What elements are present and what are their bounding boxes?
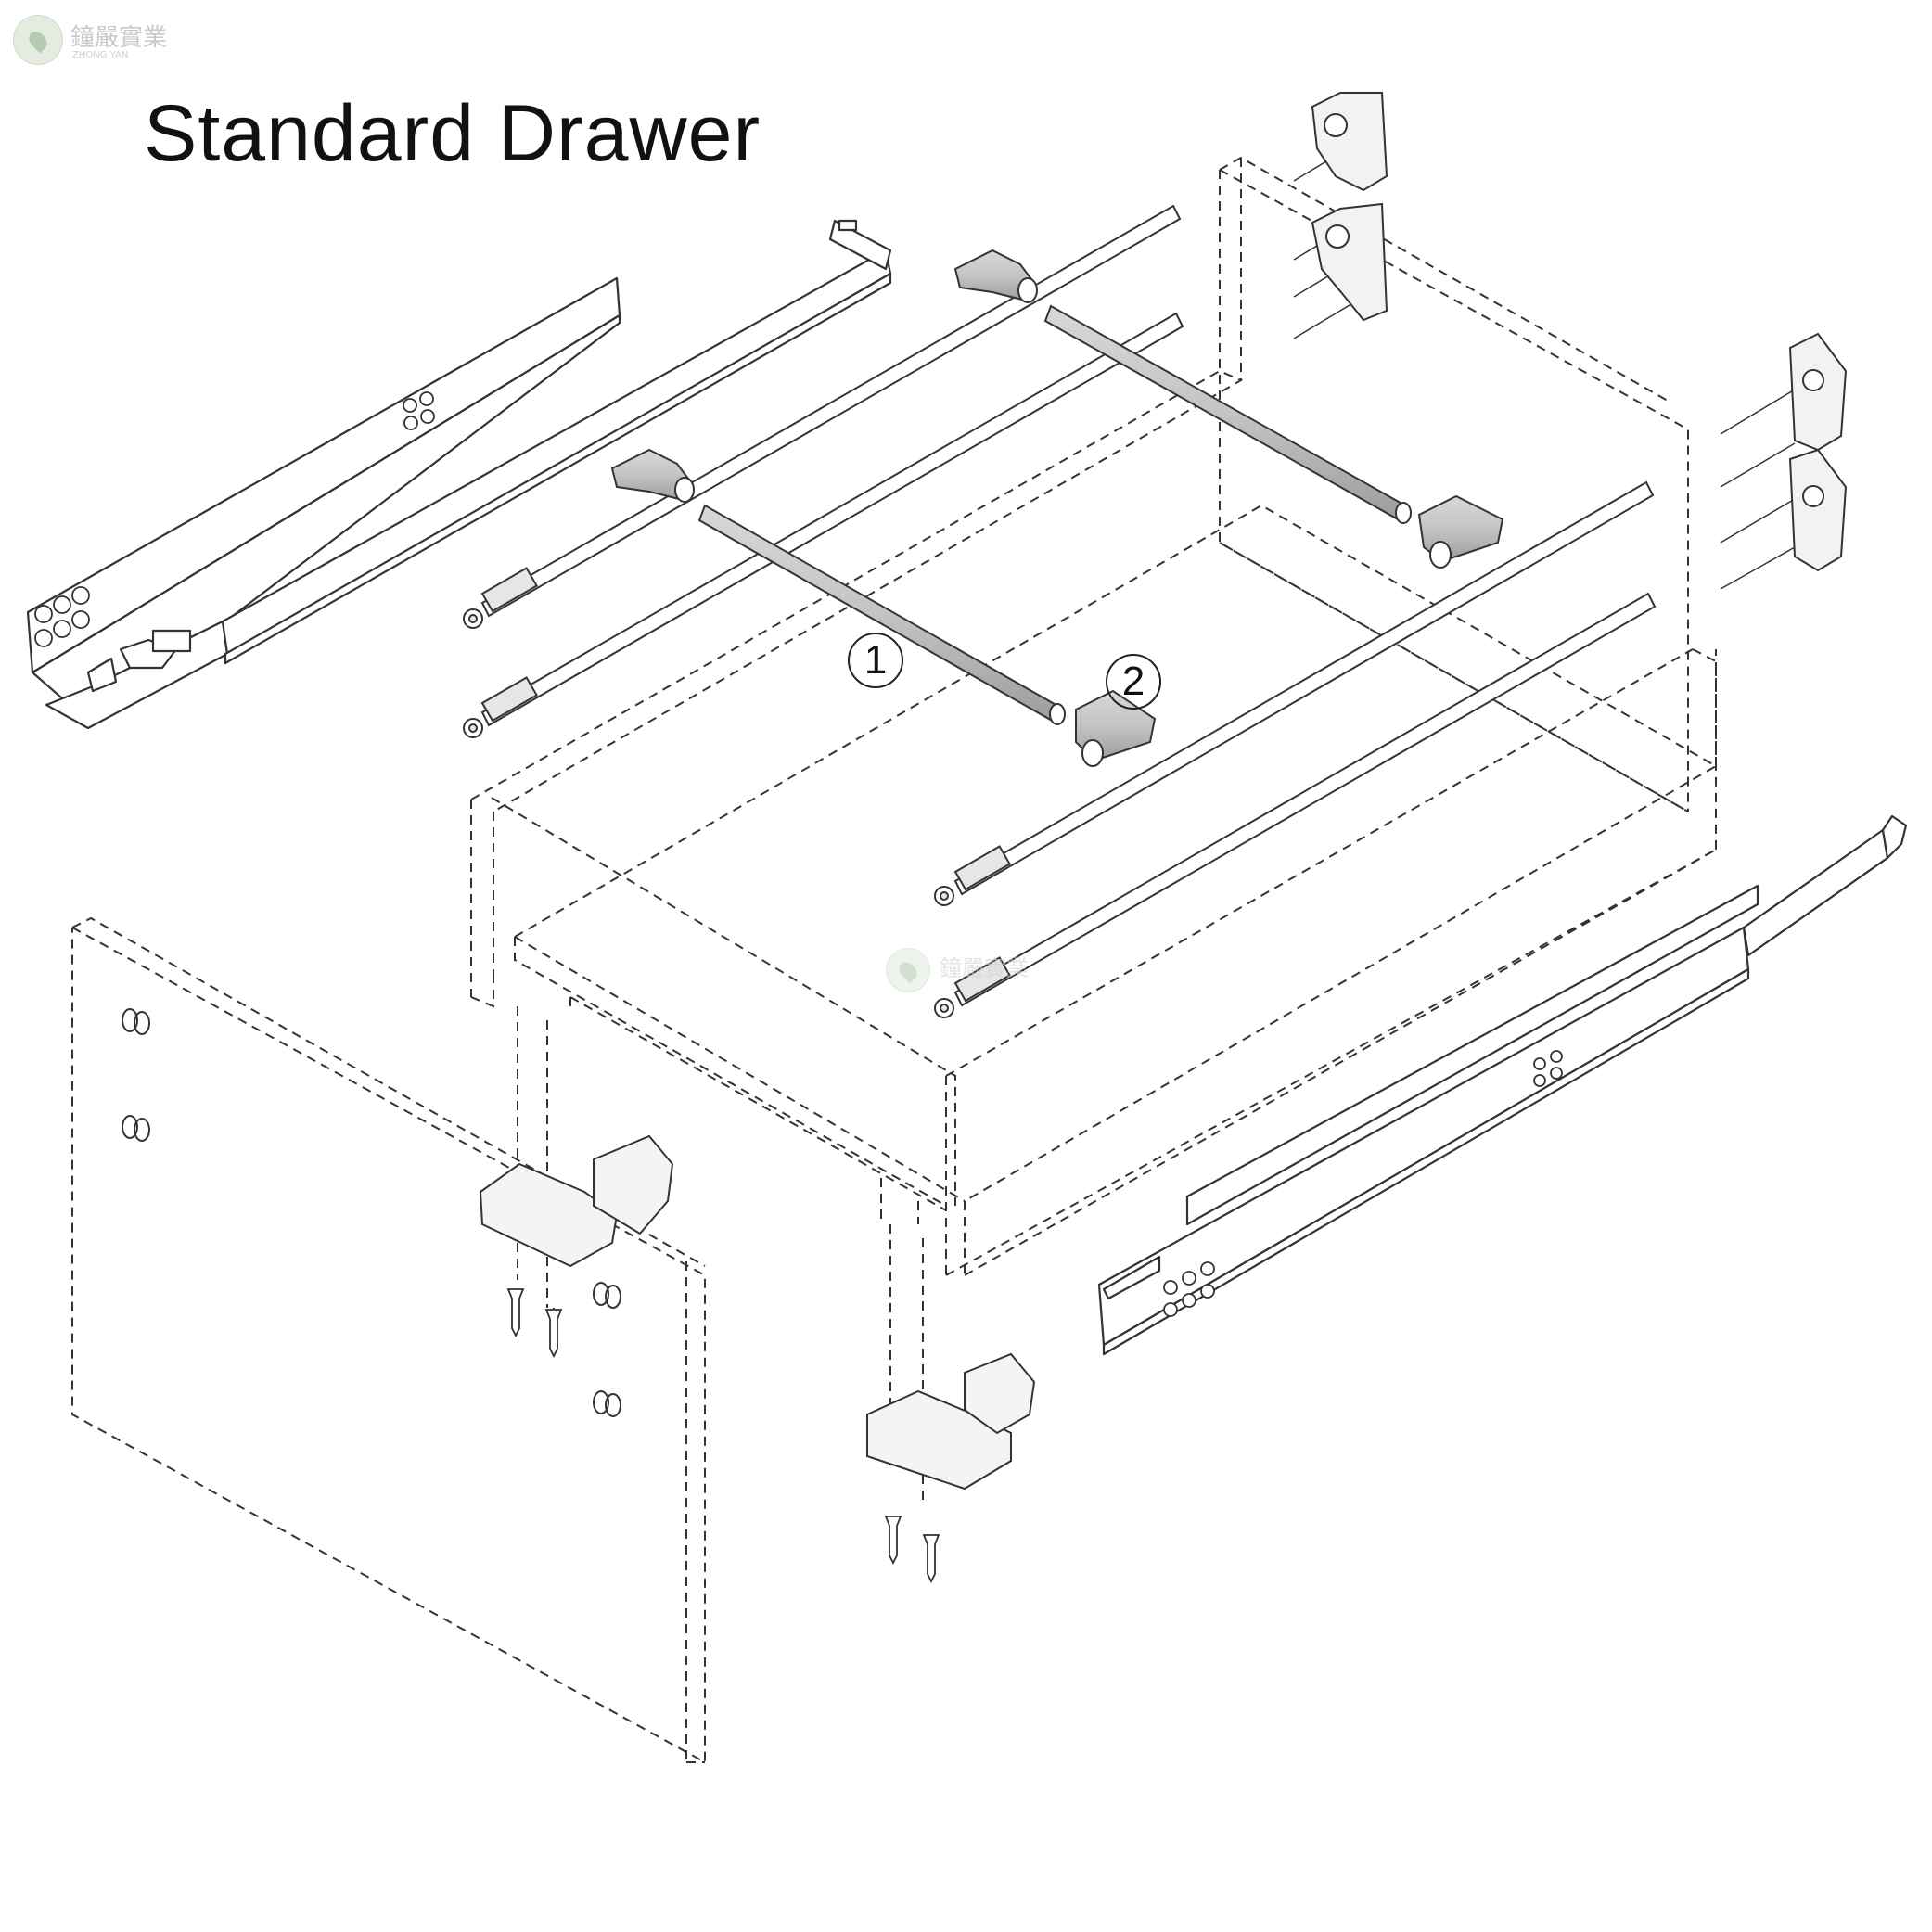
- drawer-box-outline: [470, 156, 1719, 1276]
- watermark-emblem-icon: [886, 948, 930, 992]
- stabilizer-rods: [697, 304, 1412, 725]
- right-drawer-runner: [1097, 814, 1908, 1356]
- front-panel-dowel-holes: [122, 1008, 621, 1417]
- callout-1: 1: [848, 633, 903, 688]
- diagram-title: Standard Drawer: [144, 89, 761, 178]
- rod-end-fittings: [463, 567, 1011, 1018]
- left-drawer-runner: [26, 219, 892, 730]
- rod-t-connectors: [610, 249, 1504, 767]
- logo-chinese-text: 鐘嚴實業: [70, 24, 168, 52]
- logo-emblem-icon: [13, 15, 63, 65]
- watermark: 鐘嚴實業: [886, 946, 1090, 1002]
- front-locking-devices: [479, 1134, 1036, 1491]
- rear-brackets: [1311, 92, 1848, 572]
- drawer-side-rods: [480, 204, 1657, 1007]
- callout-2: 2: [1106, 654, 1161, 710]
- brand-logo: 鐘嚴實業 ZHONG YAN: [13, 13, 217, 69]
- screws: [506, 1288, 940, 1584]
- watermark-text: 鐘嚴實業: [940, 955, 1029, 981]
- logo-english-text: ZHONG YAN: [72, 50, 129, 60]
- front-panel-outline: [71, 916, 706, 1764]
